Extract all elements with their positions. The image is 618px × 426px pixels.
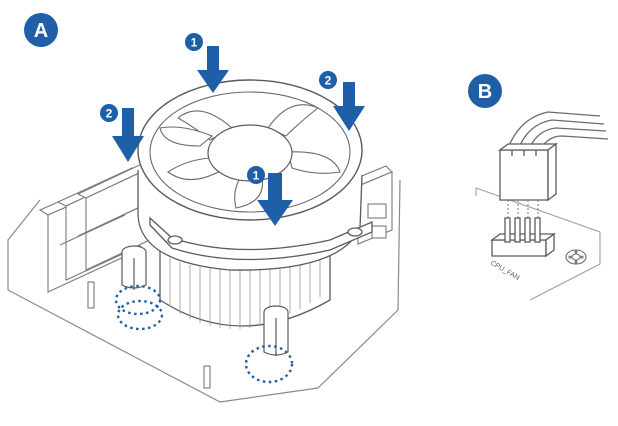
- cpu-fan-label: CPU_FAN: [489, 260, 520, 282]
- step-number: 2: [325, 74, 332, 88]
- panel-a-badge: A: [24, 13, 58, 47]
- arrow-step1-top: [197, 46, 229, 93]
- panel-b-label: B: [478, 81, 492, 103]
- step-badge-top: 1: [185, 33, 203, 51]
- fan-blades: [159, 104, 341, 209]
- step-number: 1: [191, 36, 198, 50]
- arrow-step2-right: [333, 82, 365, 131]
- header-pins: [504, 217, 541, 243]
- step-badge-right: 2: [319, 71, 337, 89]
- highlight-circle-lower-left: [116, 299, 164, 331]
- arrow-step2-left: [112, 108, 144, 162]
- mounting-hole-b: [565, 249, 587, 265]
- push-pin-left: [121, 245, 147, 290]
- arrow-step1-center: [257, 173, 293, 226]
- push-pin-right: [263, 305, 289, 356]
- heatsink: [159, 249, 331, 329]
- panel-b-badge: B: [468, 74, 502, 108]
- step-number: 2: [106, 107, 113, 121]
- highlight-circle-right: [244, 344, 294, 384]
- motherboard: [7, 179, 401, 403]
- step-badge-center: 1: [247, 166, 265, 184]
- cpu-fan-header: [490, 217, 556, 258]
- alignment-lines: [507, 200, 539, 232]
- fan-connector-plug: [498, 142, 558, 202]
- fan: [137, 79, 363, 221]
- highlight-circle-upper-left: [114, 284, 162, 316]
- pin-highlight-circles: [114, 284, 294, 384]
- board-b: [475, 187, 601, 301]
- panel-a-label: A: [34, 20, 48, 42]
- step-badge-left: 2: [100, 104, 118, 122]
- step-number: 1: [253, 169, 260, 183]
